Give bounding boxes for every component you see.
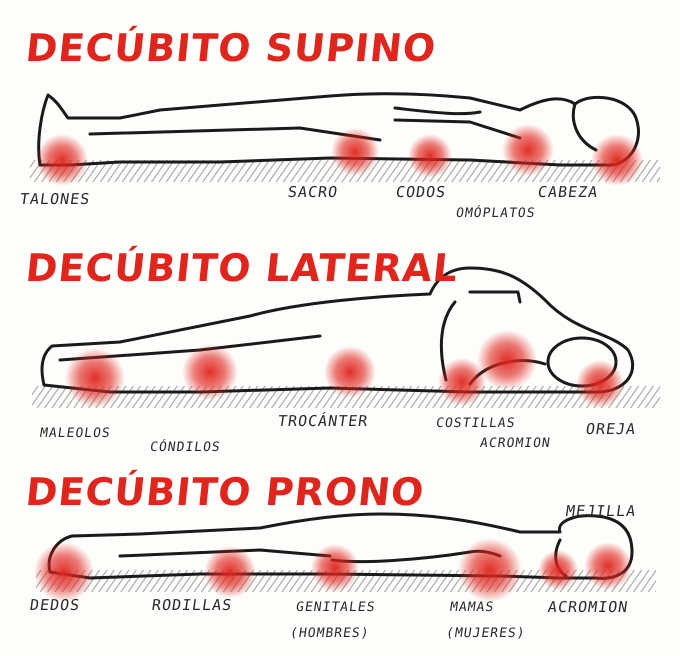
spot-cheek xyxy=(584,542,632,590)
spot-heels xyxy=(36,134,88,186)
label-toes: DEDOS xyxy=(29,596,82,614)
prone-section xyxy=(34,514,656,602)
spot-knees xyxy=(204,546,256,598)
spot-scapulae xyxy=(502,124,554,176)
label-acromion-prone: ACROMION xyxy=(547,598,630,616)
prone-title: DECÚBITO PRONO xyxy=(24,470,427,514)
label-ear: OREJA xyxy=(585,420,638,438)
label-trochanter: TROCÁNTER xyxy=(277,412,370,430)
label-knees: RODILLAS xyxy=(151,596,234,614)
spot-toes xyxy=(34,542,94,602)
label-breasts: MAMAS xyxy=(449,600,495,615)
spot-acromion-prone xyxy=(538,550,578,590)
spot-sacrum xyxy=(331,128,379,176)
spot-malleoli xyxy=(65,348,125,408)
supine-section xyxy=(30,94,660,186)
spot-condyles xyxy=(182,344,238,400)
label-ribs: COSTILLAS xyxy=(435,416,517,431)
spot-elbows xyxy=(408,134,452,178)
label-scapulae: OMÓPLATOS xyxy=(455,206,537,221)
spot-genitals xyxy=(311,544,359,592)
spot-acromion-lateral xyxy=(477,330,537,390)
label-breasts-women: (MUJERES) xyxy=(445,626,527,641)
label-sacrum: SACRO xyxy=(287,183,340,201)
label-genitals: GENITALES xyxy=(295,600,377,615)
label-genitals-men: (HOMBRES) xyxy=(289,626,371,641)
label-cheek: MEJILLA xyxy=(565,502,638,520)
lateral-title: DECÚBITO LATERAL xyxy=(24,246,461,290)
label-malleoli: MALEOLOS xyxy=(39,426,112,441)
label-condyles: CÓNDILOS xyxy=(149,440,222,455)
spot-ear xyxy=(576,360,624,408)
spot-breasts xyxy=(458,538,522,602)
label-acromion-lateral: ACROMION xyxy=(479,436,552,451)
label-heels: TALONES xyxy=(19,190,92,208)
label-head: CABEZA xyxy=(537,183,600,201)
label-elbows: CODOS xyxy=(395,183,448,201)
spot-head xyxy=(591,134,643,186)
supine-title: DECÚBITO SUPINO xyxy=(24,26,439,70)
spot-trochanter xyxy=(324,346,376,398)
